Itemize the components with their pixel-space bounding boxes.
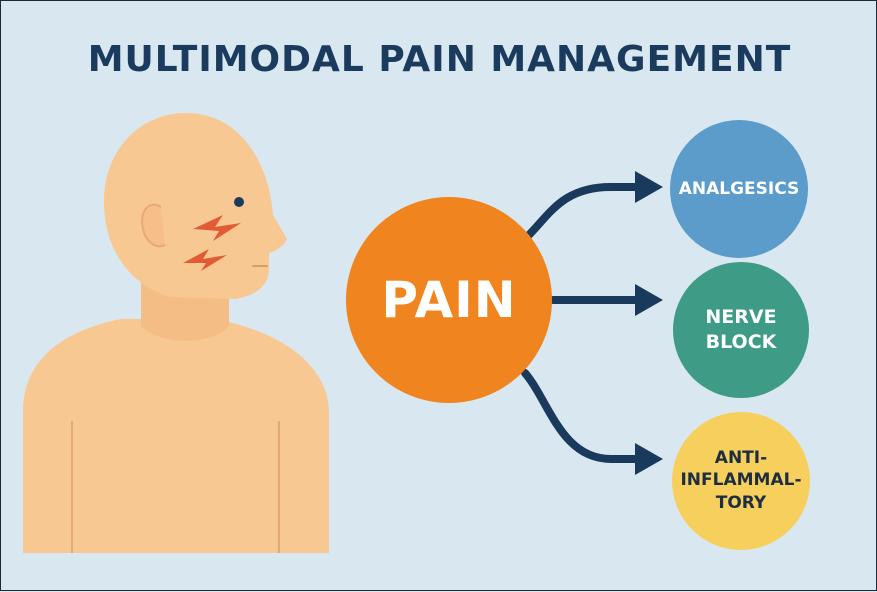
arrow-heads <box>635 171 663 475</box>
torso-shape <box>23 319 329 553</box>
nerve-block-node-circle <box>673 262 809 398</box>
connector-arrows <box>521 183 643 463</box>
analgesics-node-label: ANALGESICS <box>678 178 800 199</box>
pain-spark-icon-2 <box>183 249 227 271</box>
pain-spark-icon <box>193 215 241 241</box>
anti-inflammatory-node-label: ANTI- INFLAMMAL- TORY <box>680 448 802 513</box>
pain-node-label: PAIN <box>381 270 517 329</box>
arrowhead-anti-inflammatory <box>635 443 663 475</box>
diagram-title: MULTIMODAL PAIN MANAGEMENT <box>87 39 792 80</box>
human-figure-illustration <box>23 113 329 553</box>
ear-shape <box>141 203 166 248</box>
pain-node-circle <box>346 197 552 403</box>
analgesics-node-circle <box>670 120 808 258</box>
nerve-block-node-label: NERVE BLOCK <box>705 306 777 353</box>
head-shape <box>104 113 287 299</box>
anti-inflammatory-node-circle <box>672 412 810 550</box>
arrow-to-analgesics <box>521 183 643 243</box>
arrow-to-anti-inflammatory <box>521 369 643 463</box>
arrowhead-nerve-block <box>635 284 663 316</box>
arrowhead-analgesics <box>635 171 663 203</box>
eye-dot <box>234 197 244 207</box>
